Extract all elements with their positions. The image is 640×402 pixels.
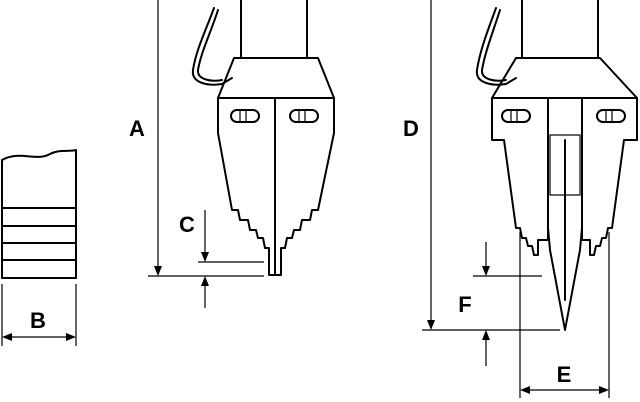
dimension-e: E xyxy=(519,232,610,398)
dimension-f: F xyxy=(458,242,542,366)
label-f: F xyxy=(458,292,471,317)
label-a: A xyxy=(129,116,145,141)
jaw-profile-view xyxy=(1,149,77,279)
label-c: C xyxy=(179,212,195,237)
label-e: E xyxy=(557,362,572,387)
label-d: D xyxy=(403,116,419,141)
dimension-b: B xyxy=(1,284,77,346)
dimension-c: C xyxy=(179,210,264,308)
pliers-open-view xyxy=(475,0,638,331)
label-b: B xyxy=(30,308,46,333)
dimension-a: A xyxy=(129,0,264,277)
dimension-d: D xyxy=(403,0,560,331)
pliers-closed-view xyxy=(191,0,335,276)
